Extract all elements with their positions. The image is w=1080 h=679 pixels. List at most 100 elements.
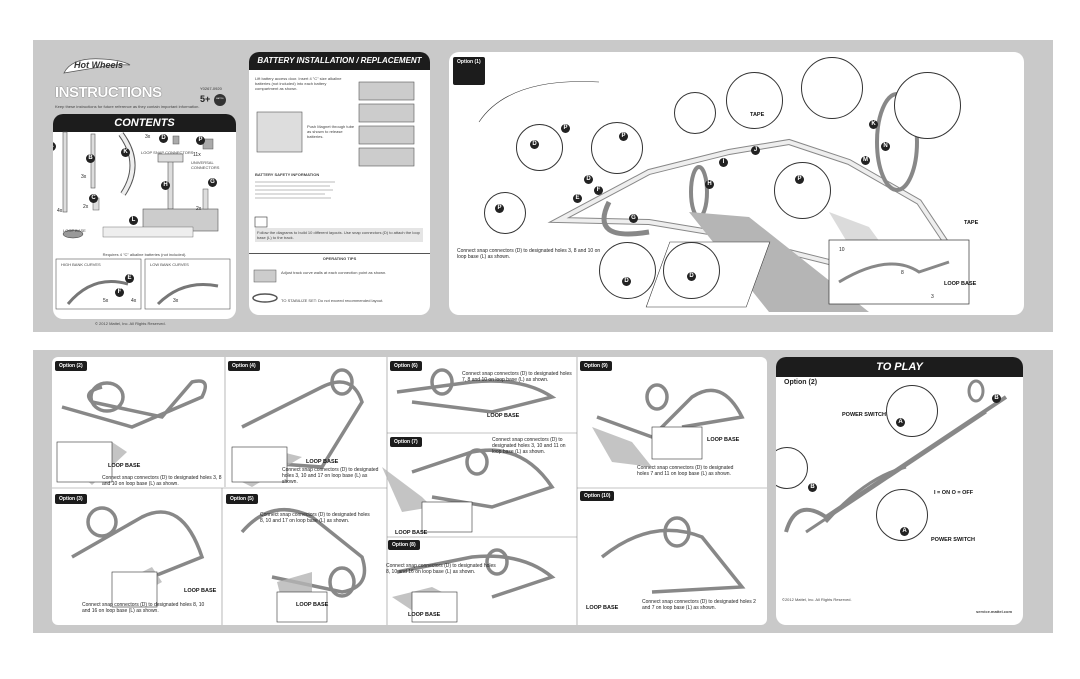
detail-circle-1: [516, 124, 563, 171]
part-d-badge: D: [159, 134, 168, 143]
opt7-tag: Option (7): [390, 437, 422, 447]
detail-circle-10: [663, 242, 720, 299]
opt1-badge-g: G: [629, 214, 638, 223]
toplay-badge-b1: B: [992, 394, 1001, 403]
operating-tips-title: OPERATING TIPS: [249, 253, 430, 261]
opt1-badge-i: I: [719, 158, 728, 167]
qty-d2: 5x: [103, 298, 109, 304]
opt4-loop-base: LOOP BASE: [306, 459, 339, 465]
push-magnet-text: Push Magnet through tube as shown to rel…: [307, 124, 355, 139]
opt6-loop-base: LOOP BASE: [487, 413, 520, 419]
logo-text: Hot Wheels: [74, 60, 124, 70]
opt6-tag: Option (6): [390, 361, 422, 371]
qty-d: 3x: [145, 134, 151, 140]
battery-title: BATTERY INSTALLATION / REPLACEMENT: [249, 52, 430, 70]
low-curves-label: LOW BANK CURVES: [150, 262, 189, 267]
detail-circle-4: [726, 72, 783, 129]
opt1-badge-p1: P: [561, 124, 570, 133]
part-p-badge: P: [196, 136, 205, 145]
model-number: Y0267-0920: [200, 86, 222, 91]
opt1-hole-8: 8: [901, 270, 904, 276]
battery-panel: BATTERY INSTALLATION / REPLACEMENT Lift …: [249, 52, 430, 315]
detail-circle-6: [894, 72, 961, 139]
opt1-badge-d2: D: [584, 175, 593, 184]
opt1-hole-10: 10: [839, 247, 845, 253]
opt1-tape-2: TAPE: [964, 220, 979, 226]
toplay-footer: ©2012 Mattel, Inc. All Rights Reserved.: [782, 597, 852, 602]
toplay-detail-circle-1: [886, 385, 938, 437]
flame-logo-icon: [63, 58, 131, 74]
opt5-loop-base: LOOP BASE: [296, 602, 329, 608]
opt1-badge-d1: D: [530, 140, 539, 149]
age-badge: 5+: [200, 94, 211, 104]
opt1-badge-p3: P: [795, 175, 804, 184]
toplay-badge-a1: A: [896, 418, 905, 427]
high-curves-label: HIGH BANK CURVES: [61, 262, 101, 267]
instructions-title: INSTRUCTIONS: [55, 84, 162, 101]
battery-illustration: [252, 81, 415, 303]
hot-wheels-logo: Hot Wheels: [62, 55, 132, 77]
opt4-caption: Connect snap connectors (D) to designate…: [282, 467, 379, 485]
opt9-tag: Option (9): [580, 361, 612, 371]
detail-circle-7: [774, 162, 831, 219]
opt1-tape-1: TAPE: [750, 112, 765, 118]
detail-circle-3: [674, 92, 716, 134]
opt2-caption: Connect snap connectors (D) to designate…: [102, 475, 222, 487]
toplay-title: TO PLAY: [776, 357, 1023, 377]
qty-p: 11x: [193, 152, 201, 158]
opt1-badge-d3: D: [622, 277, 631, 286]
detail-circle-5: [801, 57, 863, 119]
opt10-tag: Option (10): [580, 491, 615, 501]
tip-1: Adjust track curve walls at each connect…: [281, 270, 387, 275]
opt1-loop-base: LOOP BASE: [944, 281, 977, 287]
qty-c: 2x: [83, 204, 89, 210]
opt1-badge-p4: P: [495, 204, 504, 213]
detail-circle-8: [484, 192, 526, 234]
opt3-loop-base: LOOP BASE: [184, 588, 217, 594]
part-k-badge: K: [121, 148, 130, 157]
qty-f2: 4x: [131, 298, 137, 304]
part-g-badge: G: [208, 178, 217, 187]
intro-text: Keep these instructions for future refer…: [55, 104, 200, 109]
contents-parts-illustration: [55, 131, 231, 310]
power-switch-label-1: POWER SWITCH: [842, 412, 886, 418]
qty-b: 3x: [81, 174, 87, 180]
caution-box: Follow the diagrams to build 10 differen…: [255, 228, 423, 242]
opt1-hole-3: 3: [931, 294, 934, 300]
tip-2: TO STABILIZE SET: Do not exceed recommen…: [281, 298, 384, 303]
opt1-badge-f: F: [594, 186, 603, 195]
toplay-site: service.mattel.com: [976, 609, 1013, 614]
part-b-badge: B: [86, 154, 95, 163]
loop-base-label: LOOP BASE: [63, 228, 86, 233]
contents-panel: CONTENTS A B C D K P H G L E F 4x 3x 2x …: [53, 114, 236, 319]
opt8-tag: Option (8): [388, 540, 420, 550]
toplay-badge-b2: B: [808, 483, 817, 492]
mattel-logo: MATTEL: [214, 94, 226, 106]
opt5-tag: Option (5): [226, 494, 258, 504]
opt6-caption: Connect snap connectors (D) to designate…: [462, 371, 572, 383]
copyright-small: © 2012 Mattel, Inc. All Rights Reserved.: [95, 321, 166, 326]
qty-e2: 3x: [173, 298, 179, 304]
opt3-caption: Connect snap connectors (D) to designate…: [82, 602, 205, 614]
opt1-badge-m: M: [861, 156, 870, 165]
mattel-text: MATTEL: [216, 98, 224, 100]
opt3-tag: Option (3): [55, 494, 87, 504]
options-dividers: [52, 357, 767, 625]
qty-g: 2x: [196, 206, 202, 212]
opt1-badge-k: K: [869, 120, 878, 129]
battery-requirement: Requires 4 "C" alkaline batteries (not i…: [102, 252, 187, 257]
power-switch-label-2: POWER SWITCH: [931, 537, 975, 543]
opt9-caption: Connect snap connectors (D) to designate…: [637, 465, 734, 477]
battery-intro: Lift battery access door. Insert 4 "C" s…: [255, 76, 342, 91]
opt10-loop-base: LOOP BASE: [586, 605, 619, 611]
opt5-caption: Connect snap connectors (D) to designate…: [260, 512, 370, 524]
detail-circle-9: [599, 242, 656, 299]
opt8-loop-base: LOOP BASE: [408, 612, 441, 618]
part-l-badge: L: [129, 216, 138, 225]
part-h-badge: H: [161, 181, 170, 190]
option1-panel: Option (1) P P D D E F G H I J K M N P D…: [449, 52, 1024, 315]
option1-tag: Option (1): [453, 57, 485, 85]
opt7-caption: Connect snap connectors (D) to designate…: [492, 437, 566, 455]
safety-title: BATTERY SAFETY INFORMATION: [255, 172, 320, 177]
opt1-badge-n: N: [881, 142, 890, 151]
